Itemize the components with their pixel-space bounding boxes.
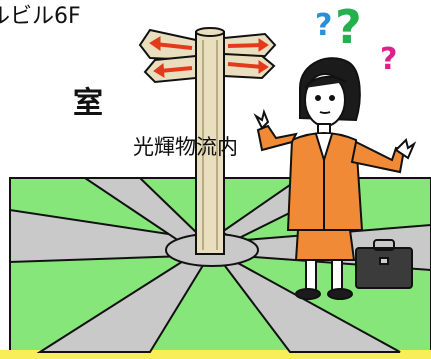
bottom-strip: [0, 350, 431, 359]
question-mark-icon: ?: [380, 42, 398, 77]
company-text: 光輝物流内: [133, 135, 238, 159]
room-text: 室: [73, 86, 103, 121]
question-mark-icon: ?: [315, 8, 333, 43]
briefcase-icon: [355, 239, 413, 289]
signpost-icon: [138, 27, 277, 255]
person-icon: [253, 57, 417, 300]
question-mark-icon: ?: [335, 0, 362, 54]
building-floor-text: ルビル6F: [0, 4, 81, 29]
